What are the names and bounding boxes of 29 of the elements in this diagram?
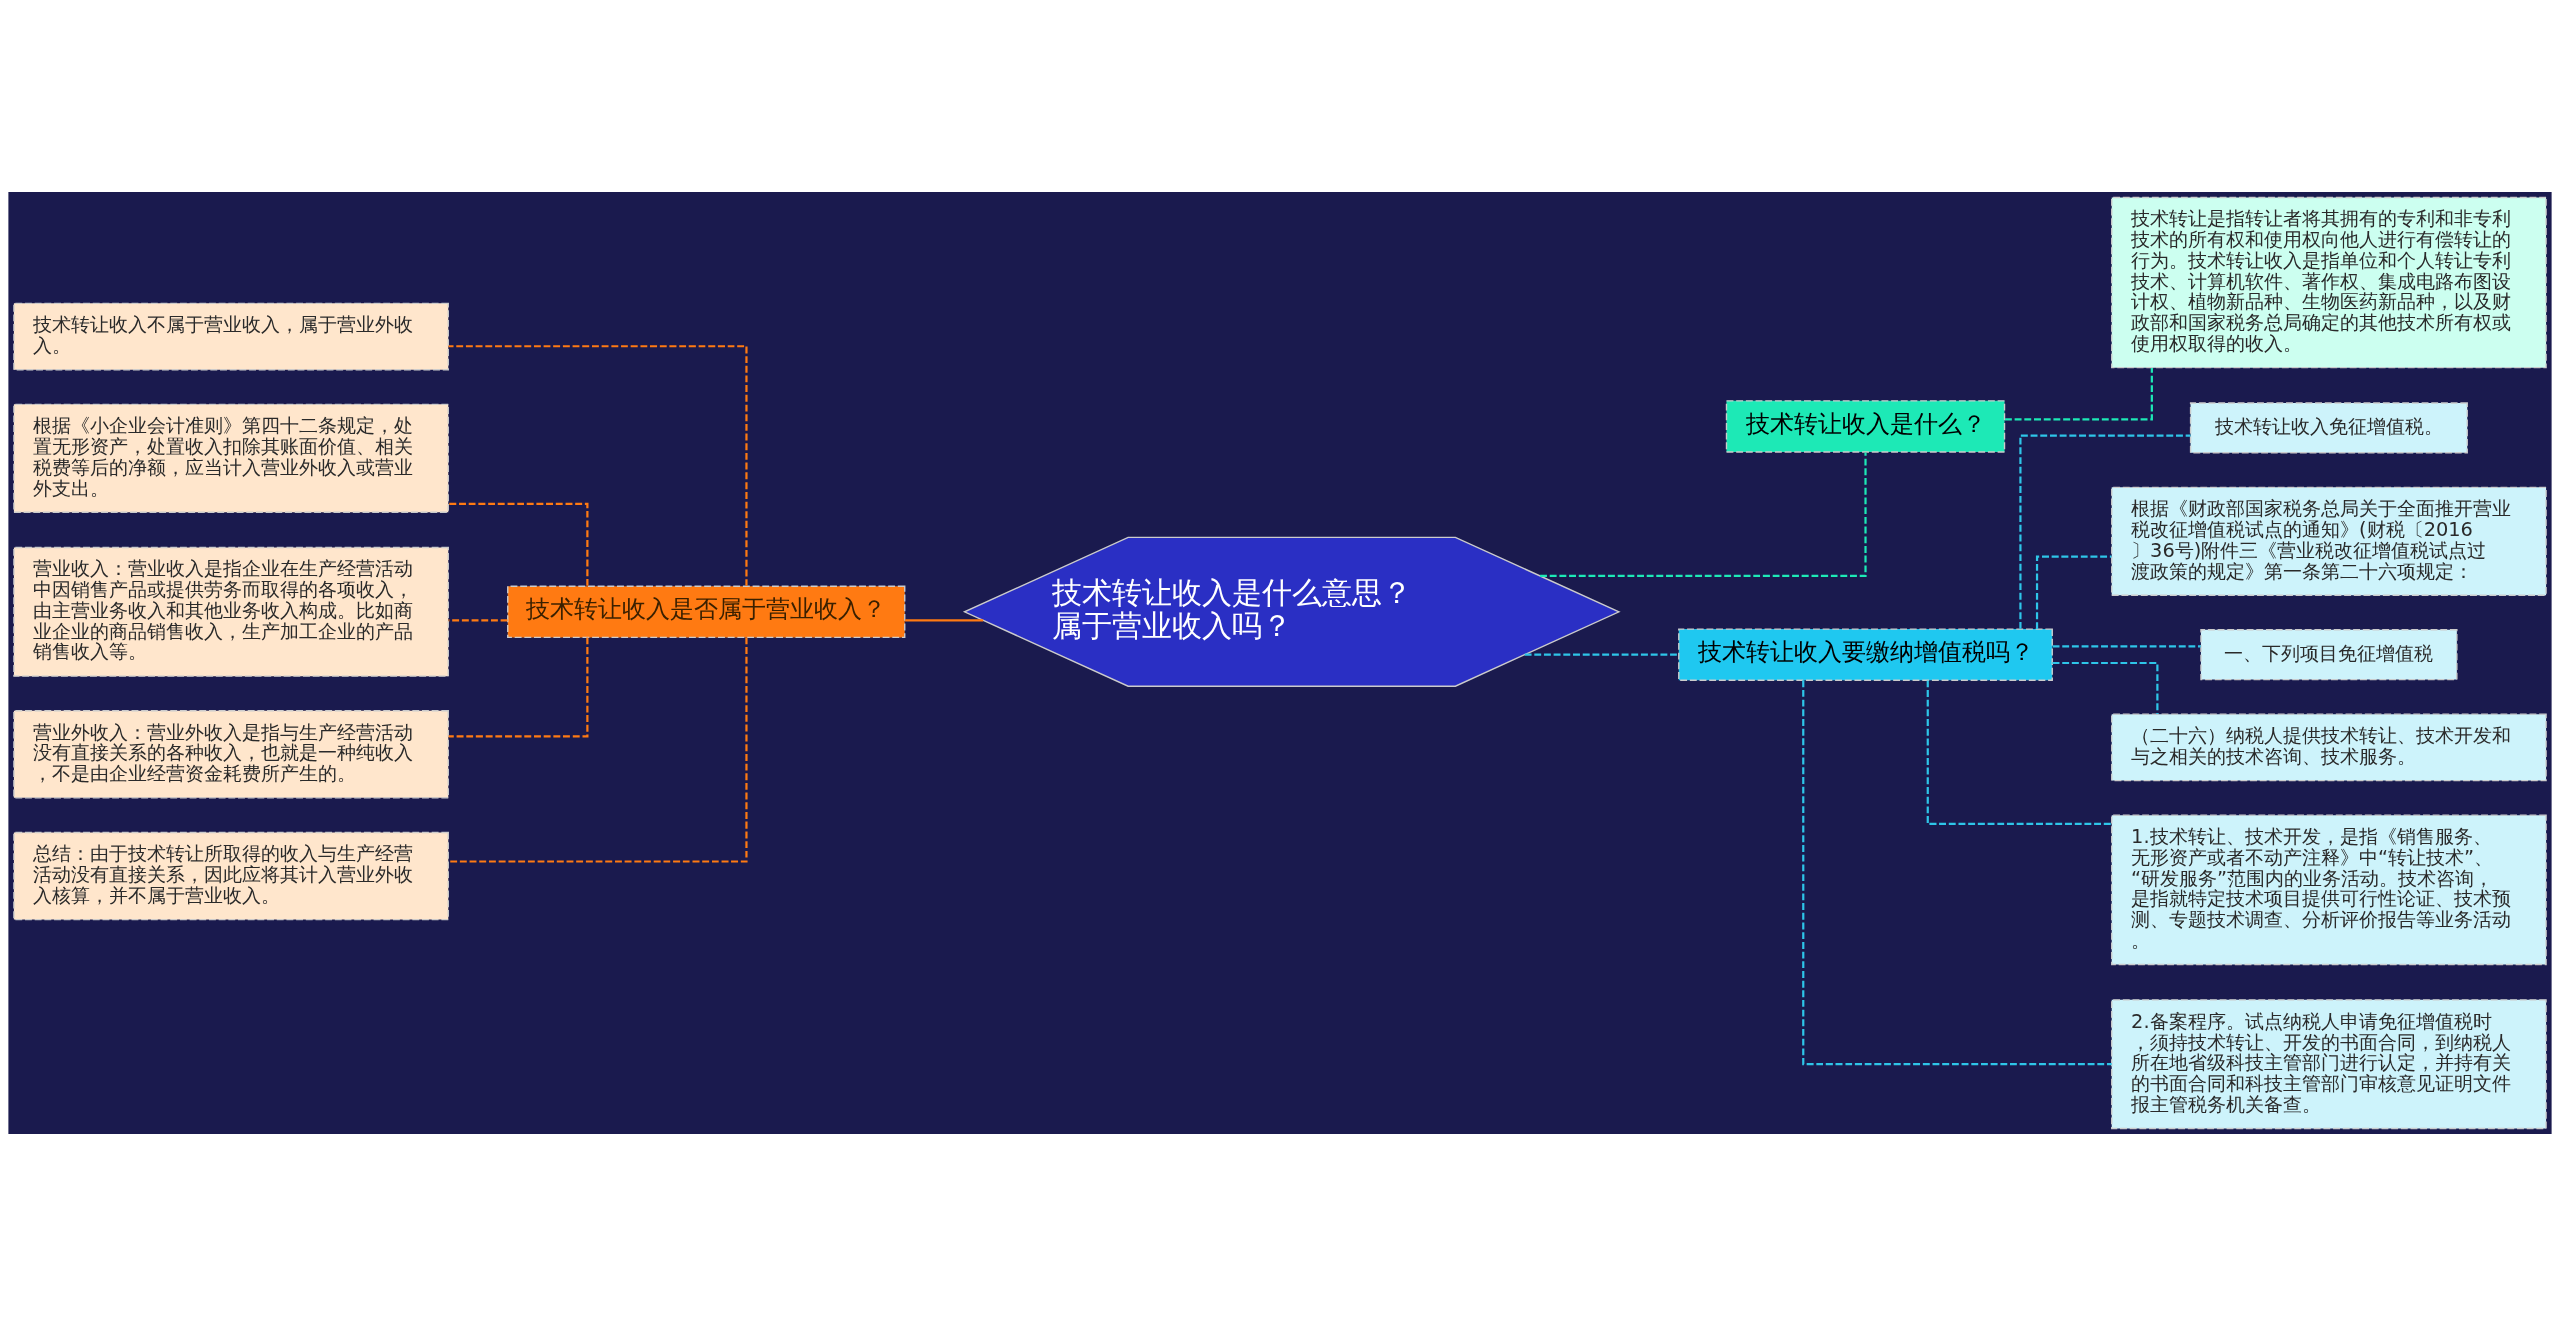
node-box: （二十六）纳税人提供技术转让、技术开发和与之相关的技术咨询、技术服务。: [2111, 713, 2547, 781]
connector: [1540, 452, 1867, 577]
node-box: 一、下列项目免征增值税: [2200, 628, 2458, 680]
connector: [2052, 661, 2159, 714]
node-box: 技术转让收入不属于营业收入，属于营业外收入。: [13, 302, 449, 370]
node-box: 技术转让收入是什么？: [1725, 399, 2006, 453]
connector: [448, 637, 589, 737]
connector: [2004, 367, 2153, 420]
node-box: 2.备案程序。试点纳税人申请免征增值税时，须持技术转让、开发的书面合同，到纳税人所在地省级科技主管部门进行认定，并持有关的书面合同和科技主管部门审核意见证明文件报主管税务机关备查。: [2111, 998, 2547, 1129]
node-box: 技术转让收入是否属于营业收入？: [507, 585, 906, 638]
connector: [1926, 679, 2112, 825]
connector: [2052, 644, 2201, 647]
connector: [1802, 679, 2112, 1065]
node-box: 总结：由于技术转让所取得的收入与生产经营活动没有直接关系，因此应将其计入营业外收入核算，并不属于营业收入。: [13, 831, 449, 920]
connector: [1524, 653, 1679, 656]
connector: [448, 344, 748, 586]
connector: [2019, 434, 2191, 629]
node-box: 根据《小企业会计准则》第四十二条规定，处置无形资产，处置收入扣除其账面价值、相关税费等后的净额，应当计入营业外收入或营业外支出。: [13, 403, 449, 513]
connector: [904, 618, 984, 621]
node-box: 营业外收入：营业外收入是指与生产经营活动没有直接关系的各种收入，也就是一种纯收入，不是由企业经营资金耗费所产生的。: [13, 709, 449, 799]
node-box: 根据《财政部国家税务总局关于全面推开营业税改征增值税试点的通知》(财税〔2016〕36号)附件三《营业税改征增值税试点过渡政策的规定》第一条第二十六项规定：: [2111, 486, 2547, 596]
node-box: 技术转让是指转让者将其拥有的专利和非专利技术的所有权和使用权向他人进行有偿转让的行为。技术转让收入是指单位和个人转让专利技术、计算机软件、著作权、集成电路布图设计权、植物新品种、生物医药新品种，以及财政部和国家税务总局确定的其他技术所有权或使用权取得的收入。: [2111, 196, 2547, 368]
node-box: 1.技术转让、技术开发，是指《销售服务、无形资产或者不动产注释》中“转让技术”、“研发服务”范围内的业务活动。技术咨询，是指就特定技术项目提供可行性论证、技术预测、专题技术调查、分析评价报告等业务活动。: [2111, 813, 2547, 965]
connector: [2035, 555, 2112, 629]
connector: [448, 637, 748, 863]
node-box: 技术转让收入免征增值税。: [2189, 401, 2468, 453]
node-box: 技术转让收入要缴纳增值税吗？: [1678, 627, 2053, 681]
connector: [448, 502, 589, 586]
node-box: 营业收入：营业收入是指企业在生产经营活动中因销售产品或提供劳务而取得的各项收入，由主营业务收入和其他业务收入构成。比如商业企业的商品销售收入，生产加工企业的产品销售收入等。: [13, 546, 449, 677]
